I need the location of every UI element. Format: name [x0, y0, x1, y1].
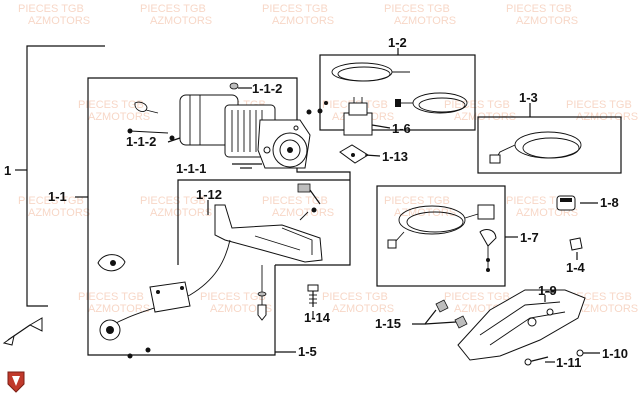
winch-motor [179, 94, 311, 169]
label-1-1-2-top: 1-1-2 [252, 81, 282, 96]
bracket-1-13 [339, 144, 381, 164]
watermark-text: PIECES TGB [444, 291, 510, 303]
watermark-text: PIECES TGB [384, 3, 450, 15]
label-1-11: 1-11 [556, 355, 581, 370]
watermark-text: PIECES TGB [78, 291, 144, 303]
box-1-7 [376, 185, 506, 287]
label-1-1-2-left: 1-1-2 [126, 134, 156, 149]
watermark-text: PIECES TGB [506, 195, 572, 207]
watermark-text: AZMOTORS [150, 207, 212, 219]
relay-1-6 [306, 97, 391, 136]
front-arrow-icon [2, 317, 43, 346]
label-1-4: 1-4 [566, 260, 586, 275]
watermark-text: AZMOTORS [272, 207, 334, 219]
watermark-text: PIECES TGB [18, 3, 84, 15]
hook-clip [127, 82, 252, 143]
watermark-text: PIECES TGB [140, 195, 206, 207]
box-1-2 [319, 54, 476, 131]
watermark-text: AZMOTORS [516, 15, 578, 27]
label-1-14: 1-14 [304, 310, 331, 325]
watermark-text: PIECES TGB [78, 99, 144, 111]
label-1-5: 1-5 [298, 344, 317, 359]
watermark-text: AZMOTORS [150, 15, 212, 27]
watermark-text: AZMOTORS [576, 303, 638, 315]
label-1-3: 1-3 [519, 90, 538, 105]
watermark-text: PIECES TGB [444, 99, 510, 111]
cap-1-8 [556, 195, 598, 211]
box-1-5-top [177, 179, 350, 265]
label-1-1-1: 1-1-1 [176, 161, 206, 176]
label-1-13: 1-13 [382, 149, 408, 164]
label-1-10: 1-10 [602, 346, 628, 361]
watermark-text: PIECES TGB [384, 195, 450, 207]
watermark-text: PIECES TGB [200, 291, 266, 303]
winch-cable [97, 239, 267, 359]
skid-plate-1-9 [457, 289, 586, 361]
watermark-text: AZMOTORS [28, 207, 90, 219]
box-1-3 [477, 116, 622, 174]
box-1-1-left [87, 100, 178, 356]
watermark-text: AZMOTORS [394, 15, 456, 27]
label-1-2: 1-2 [388, 35, 407, 50]
watermark-text: AZMOTORS [88, 111, 150, 123]
watermark-text: AZMOTORS [272, 15, 334, 27]
box-1-5-bottom [178, 265, 276, 356]
watermark-text: AZMOTORS [88, 303, 150, 315]
label-1-9: 1-9 [538, 283, 557, 298]
pads-1-15 [412, 299, 468, 329]
cable-1-3 [489, 131, 582, 164]
watermark-text: PIECES TGB [566, 99, 632, 111]
label-1-1: 1-1 [48, 189, 67, 204]
watermark-text: PIECES TGB [262, 195, 328, 207]
watermark-text: PIECES TGB [262, 3, 328, 15]
watermark-text: AZMOTORS [332, 303, 394, 315]
label-1-6: 1-6 [392, 121, 411, 136]
watermark-text: AZMOTORS [210, 303, 272, 315]
watermark-text: PIECES TGB [140, 3, 206, 15]
label-1: 1 [4, 163, 11, 178]
watermark-text: PIECES TGB [506, 3, 572, 15]
label-1-15: 1-15 [375, 316, 401, 331]
watermark-text: PIECES TGB [18, 195, 84, 207]
bolts-1-10-1-11 [524, 349, 600, 366]
mounting-plate-1-12 [214, 183, 323, 263]
watermark-text: AZMOTORS [28, 15, 90, 27]
box-1-1-top [87, 77, 298, 100]
label-1-8: 1-8 [600, 195, 619, 210]
clip-1-4 [569, 237, 583, 260]
bolt-1-14 [307, 284, 319, 307]
watermark-text: PIECES TGB [322, 291, 388, 303]
cable-1-2 [331, 62, 468, 114]
bracket-1 [26, 45, 105, 307]
switch-harness-1-7 [387, 204, 497, 272]
label-1-12: 1-12 [196, 187, 222, 202]
label-1-7: 1-7 [520, 230, 539, 245]
shield-logo-icon [7, 371, 25, 393]
